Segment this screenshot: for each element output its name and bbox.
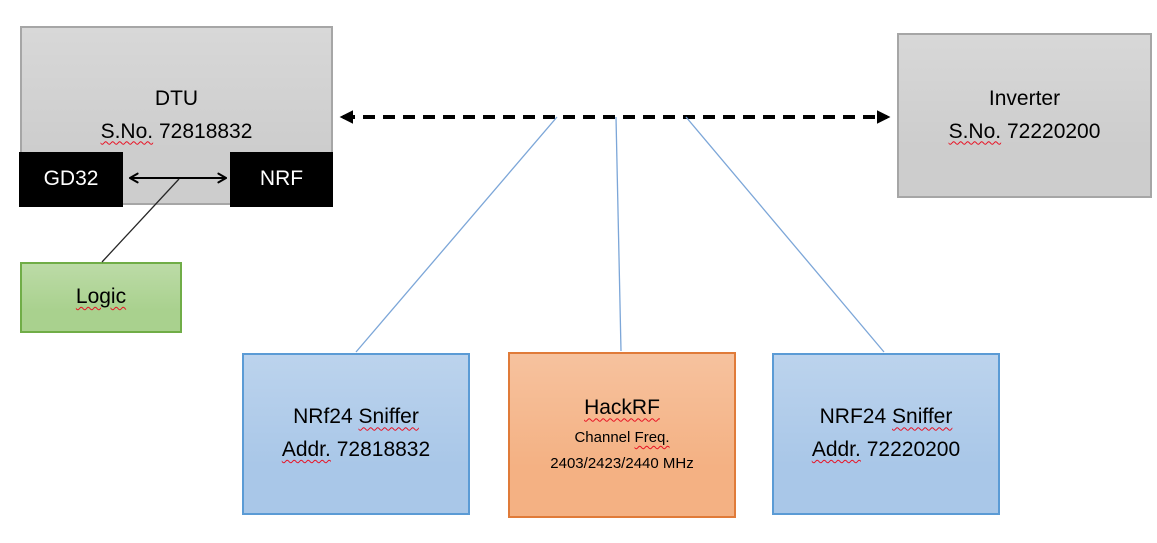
gd32-chip-box: GD32 [19, 152, 123, 207]
dtu-serial: S.No.72818832 [101, 116, 253, 149]
sniffer-right-name-prefix: NRF24 [819, 405, 887, 429]
tap-line-hackrf [615, 116, 622, 352]
sniffer-left-addr-prefix: Addr. [281, 438, 331, 461]
inverter-serial-prefix: S.No. [948, 119, 1002, 143]
sniffer-right-addr-number: 72220200 [866, 438, 961, 461]
sniffer-right-addr: Addr.72220200 [812, 434, 960, 467]
hackrf-title: HackRF [584, 396, 660, 420]
tap-line-sniffer-left [355, 116, 558, 353]
sniffer-right-addr-prefix: Addr. [811, 438, 861, 461]
hackrf-channel-word: Freq. [634, 429, 670, 447]
inverter-serial: S.No.72220200 [949, 116, 1101, 149]
sniffer-left-name-prefix: NRf24 [293, 405, 353, 429]
logic-label: Logic [75, 285, 127, 309]
sniffer-left-addr-number: 72818832 [336, 438, 431, 461]
gd32-label: GD32 [43, 167, 99, 191]
hackrf-channel-prefix: Channel [574, 429, 631, 447]
dtu-serial-prefix: S.No. [100, 119, 154, 143]
nrf-chip-box: NRF [230, 152, 333, 207]
tap-line-sniffer-right [685, 116, 885, 353]
sniffer-right-name-word: Sniffer [892, 405, 953, 429]
inverter-title: Inverter [988, 86, 1061, 110]
nrf-label: NRF [259, 167, 304, 191]
dtu-title: DTU [154, 86, 199, 110]
logic-box: Logic [20, 262, 182, 333]
sniffer-left-name-word: Sniffer [358, 405, 419, 429]
hackrf-frequencies: 2403/2423/2440 MHz [550, 455, 694, 473]
dtu-box: DTU S.No.72818832 [20, 26, 333, 205]
dtu-serial-number: 72818832 [158, 119, 253, 143]
inverter-serial-number: 72220200 [1006, 119, 1101, 143]
inverter-box: Inverter S.No.72220200 [897, 33, 1152, 198]
sniffer-left-addr: Addr.72818832 [282, 434, 430, 467]
